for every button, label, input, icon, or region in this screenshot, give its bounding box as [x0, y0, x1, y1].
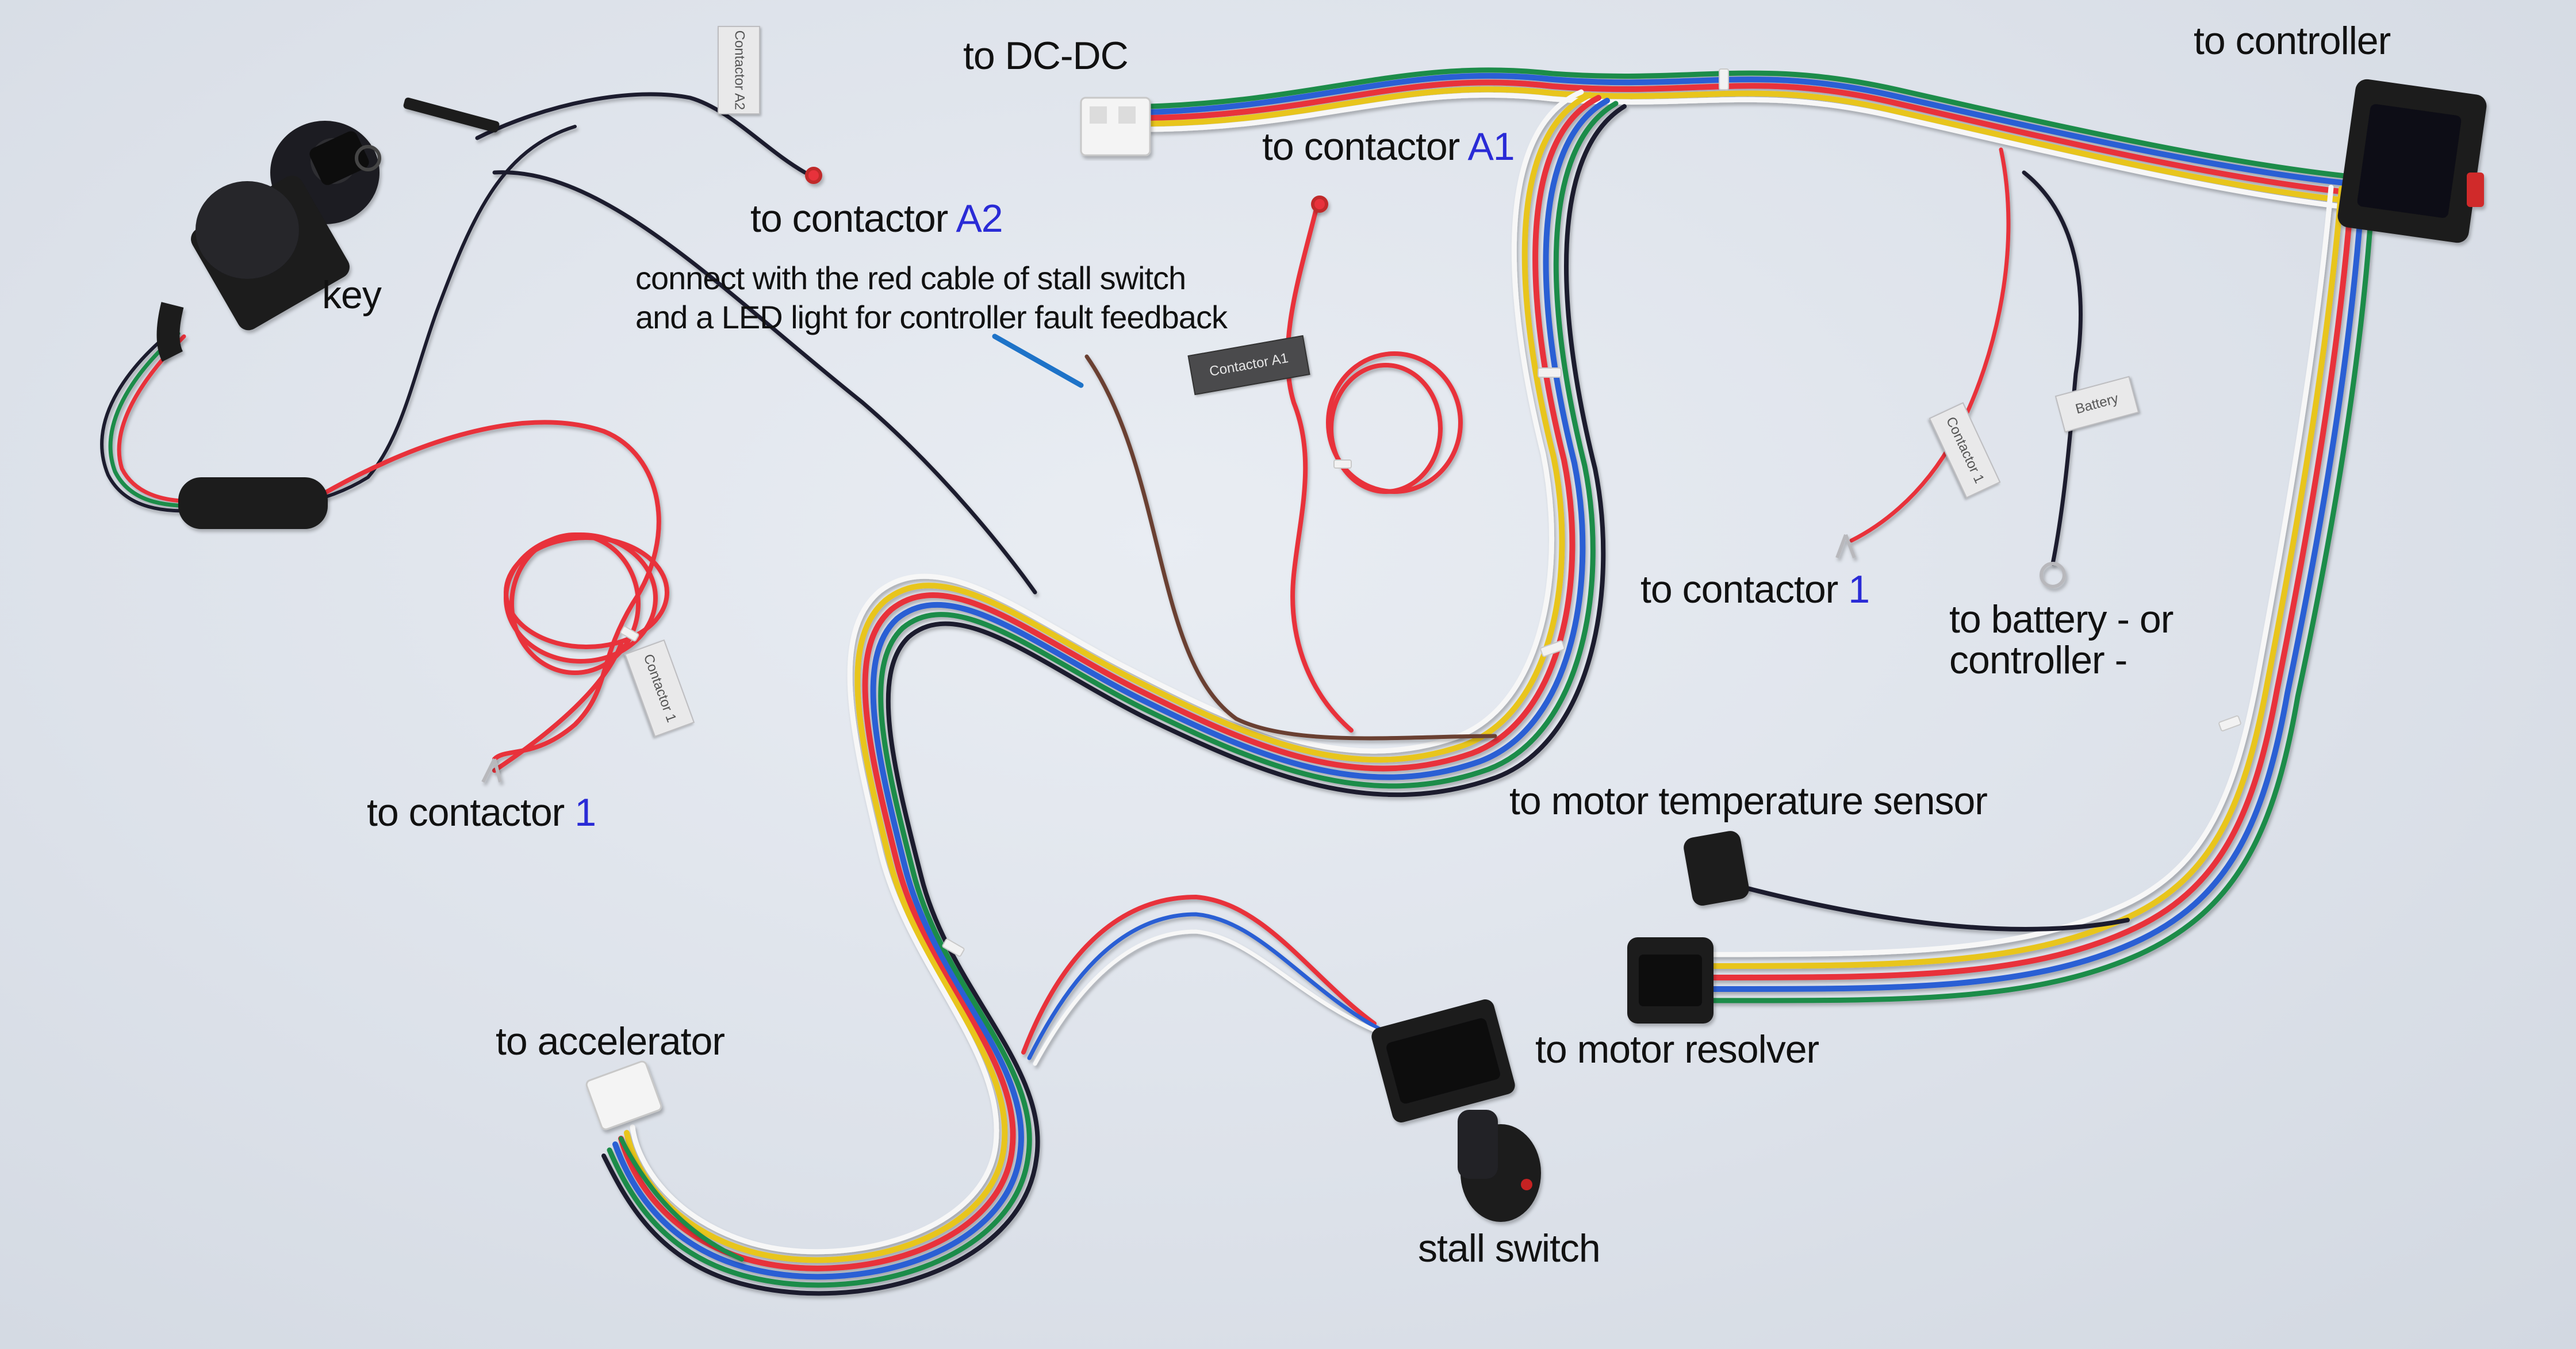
label-to-contactor-1-left: to contactor 1	[367, 792, 596, 833]
label-stall-switch: stall switch	[1418, 1227, 1601, 1270]
harness-dcdc-to-controller	[1147, 67, 2383, 213]
label-to-controller: to controller	[2194, 19, 2391, 63]
stall-switch-wires	[1021, 894, 1388, 1066]
harness-trunk-down-left	[601, 89, 1627, 1296]
motor-connectors	[1627, 831, 1749, 1024]
dc-dc-connector	[1080, 97, 1151, 156]
label-to-battery-line-1: to battery - or	[1949, 597, 2174, 641]
branch-wires	[100, 92, 2083, 1262]
label-to-contactor-1-right-highlight: 1	[1848, 568, 1870, 611]
label-to-contactor-a2: to contactor A2	[750, 198, 1003, 239]
label-to-battery: to battery - or controller -	[1949, 597, 2174, 683]
accelerator-wires	[619, 1136, 744, 1262]
label-to-contactor-1-left-prefix: to contactor	[367, 791, 575, 834]
label-to-contactor-1-right-prefix: to contactor	[1640, 568, 1849, 611]
ring-terminals	[481, 167, 2066, 783]
label-to-contactor-1-left-highlight: 1	[574, 791, 596, 834]
harness-controller-to-motor	[1711, 185, 2375, 1003]
controller-fault-note: connect with the red cable of stall swit…	[635, 259, 1228, 338]
stall-switch	[1371, 999, 1541, 1222]
cable-ties	[620, 68, 2241, 957]
ignition-key-switch	[156, 97, 500, 529]
right-contactor-and-battery-wires	[1849, 147, 2083, 566]
controller-connector	[2337, 79, 2487, 243]
label-to-contactor-a1-highlight: A1	[1467, 125, 1515, 168]
controller-fault-note-line-1: connect with the red cable of stall swit…	[635, 260, 1186, 296]
tag-contactor-a1-text: Contactor A1	[1208, 350, 1290, 380]
label-to-battery-line-2: controller -	[1949, 638, 2128, 683]
label-to-contactor-a2-highlight: A2	[956, 197, 1003, 240]
left-contactor-1-coil	[492, 532, 669, 773]
label-to-dc-dc: to DC-DC	[963, 34, 1129, 78]
label-to-motor-temperature-sensor: to motor temperature sensor	[1509, 779, 1988, 823]
contactor-a1-wire	[1285, 205, 1463, 733]
label-to-contactor-a2-prefix: to contactor	[750, 197, 956, 240]
fault-feedback-wire	[1084, 354, 1497, 741]
label-to-contactor-1-right: to contactor 1	[1640, 568, 1870, 611]
accelerator-connector	[585, 1060, 662, 1130]
key-wires	[100, 92, 1037, 761]
label-to-motor-resolver: to motor resolver	[1535, 1028, 1819, 1071]
annotation-pointer	[992, 334, 1084, 388]
label-to-contactor-a1: to contactor A1	[1262, 125, 1515, 168]
label-to-contactor-a1-prefix: to contactor	[1262, 125, 1468, 168]
controller-fault-note-line-2: and a LED light for controller fault fee…	[635, 299, 1228, 336]
tag-battery-text: Battery	[2073, 390, 2121, 417]
tag-contactor-a2: Contactor A2	[718, 26, 760, 114]
main-harness-trunk	[601, 67, 2383, 1296]
label-key: key	[322, 273, 382, 317]
tag-contactor-a2-text: Contactor A2	[731, 30, 747, 110]
label-to-accelerator: to accelerator	[496, 1020, 725, 1063]
